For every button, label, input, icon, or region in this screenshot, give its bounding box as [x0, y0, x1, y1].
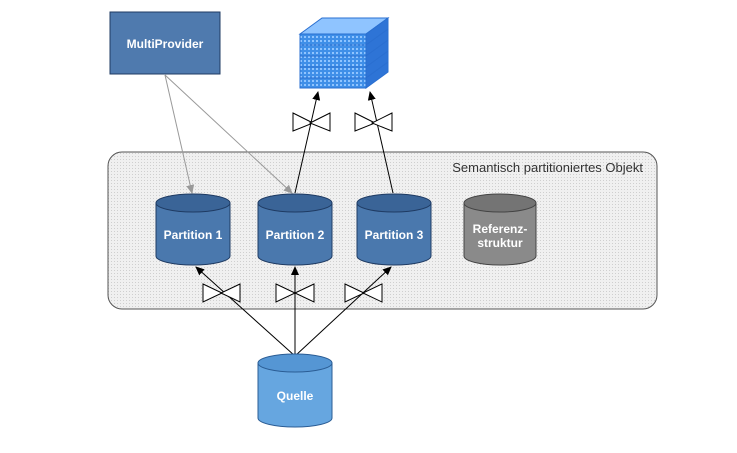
reference-structure-label-line-1: Referenz-: [473, 222, 528, 236]
multiprovider-to-partition-1-arrow: [164, 74, 195, 194]
multiprovider-to-partition-2-arrow: [164, 74, 293, 194]
infocube-icon: [298, 17, 390, 89]
partition-2-cylinder: [257, 193, 333, 266]
valve-icon: [344, 283, 383, 303]
partition-2-label: Partition 2: [266, 228, 325, 242]
multiprovider-box: [109, 11, 221, 75]
spo-frame-label: Semantisch partitioniertes Objekt: [452, 160, 643, 175]
partition-3-to-cube-arrow: [367, 91, 394, 194]
partition-1-cylinder: [155, 193, 231, 266]
valve-icon: [292, 112, 331, 132]
reference-structure-label-line-2: struktur: [477, 236, 523, 250]
partition-3-label: Partition 3: [365, 228, 424, 242]
partition-1-label: Partition 1: [164, 228, 223, 242]
partition-2-to-cube-arrow: [294, 91, 321, 194]
valve-icon: [354, 112, 393, 132]
source-label: Quelle: [277, 389, 314, 403]
valve-icon: [275, 283, 315, 303]
multiprovider-label: MultiProvider: [127, 37, 204, 51]
source-to-partition-3-arrow: [294, 266, 392, 357]
reference-structure-cylinder: [463, 193, 537, 266]
source-to-partition-1-arrow: [195, 266, 296, 357]
valve-icon: [202, 283, 241, 303]
source-cylinder: [257, 353, 333, 428]
partition-3-cylinder: [356, 193, 432, 266]
